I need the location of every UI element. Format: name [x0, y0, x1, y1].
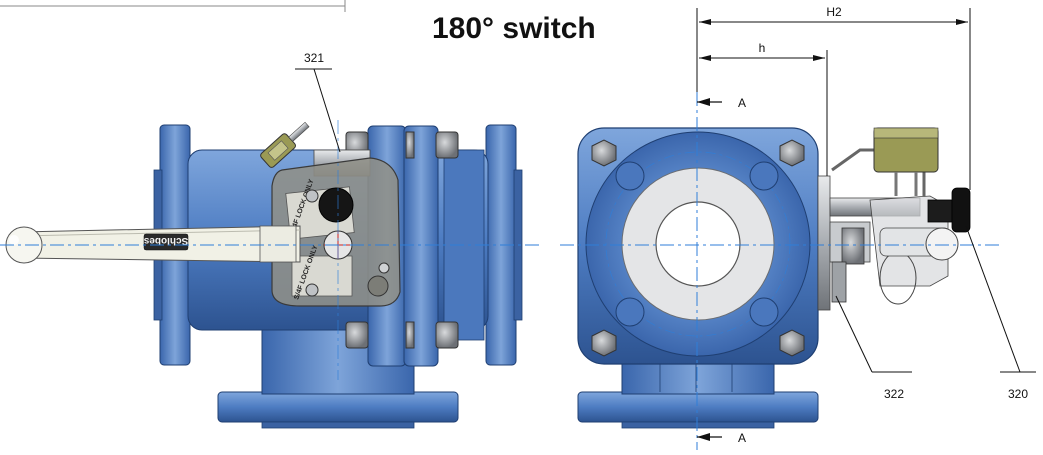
section-label-bottom: A — [738, 431, 746, 445]
drawing-title: 180° switch — [432, 12, 596, 45]
right-bottom-flange — [577, 391, 819, 423]
side-knob — [925, 227, 959, 261]
section-label-top: A — [738, 96, 746, 110]
handle-brand: Schlobes — [143, 235, 188, 246]
left-bottom-flange — [217, 391, 459, 423]
padlock-321 — [260, 121, 310, 168]
section-arrow-top — [697, 98, 710, 106]
dim-label-h2: H2 — [826, 5, 842, 19]
dimension-lines — [696, 8, 971, 190]
dimension-arrows — [699, 19, 968, 61]
corner-nuts — [591, 139, 805, 357]
callout-321: 321 — [304, 51, 324, 65]
section-arrow-bottom — [697, 433, 710, 441]
right-valve-view — [560, 92, 1000, 450]
side-plate — [817, 175, 831, 311]
dim-label-h: h — [759, 41, 766, 55]
callout-leaders — [295, 68, 1036, 373]
lock-knob — [318, 187, 354, 223]
callout-320: 320 — [1008, 387, 1028, 401]
left-valve-view: S/4F LOCK ONLY S/4F LOCK ONLY Schlobes — [0, 120, 540, 429]
callout-322: 322 — [884, 387, 904, 401]
bore — [655, 201, 741, 287]
black-release-knob — [951, 187, 971, 233]
bolt-holes — [615, 161, 779, 327]
